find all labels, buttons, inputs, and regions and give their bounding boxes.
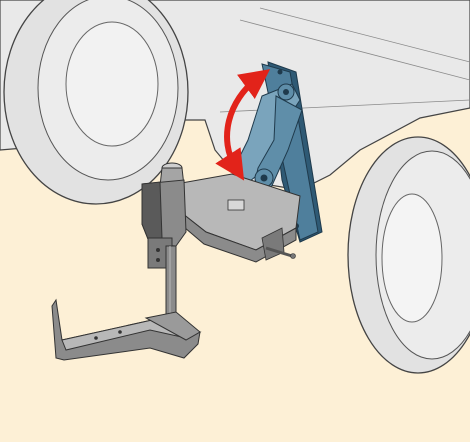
step-plate [51, 298, 202, 361]
rotation-arrow-icon [215, 69, 271, 181]
right-tire [347, 136, 470, 374]
swivel-post [141, 162, 187, 337]
left-tire [3, 0, 189, 205]
bracket-arm [175, 173, 301, 263]
